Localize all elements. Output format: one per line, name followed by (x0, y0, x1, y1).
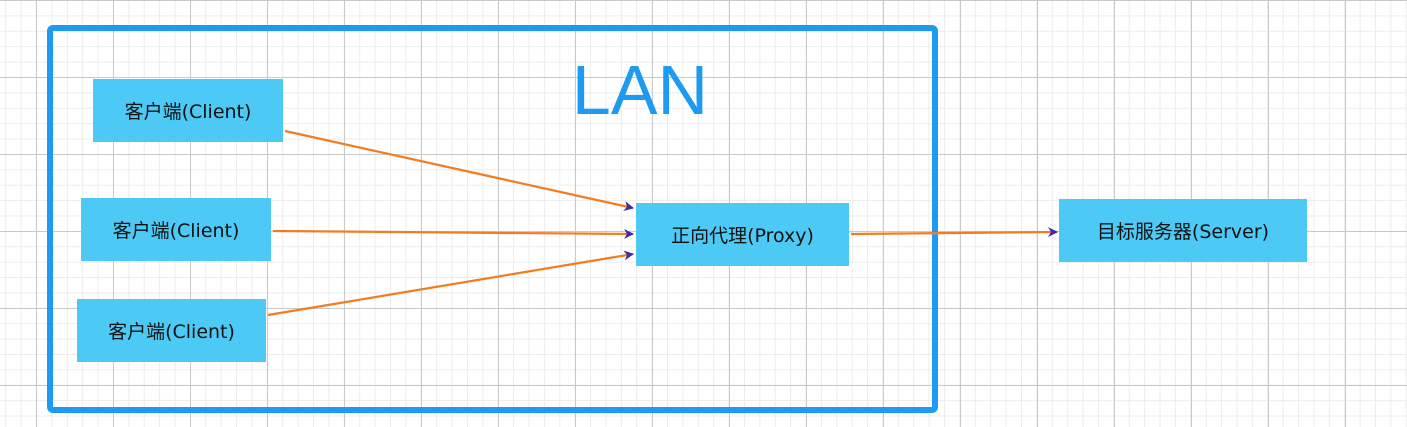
lan-boundary (47, 25, 938, 413)
client-node-1[interactable]: 客户端(Client) (93, 79, 283, 142)
edge-proxy-to-server (850, 227, 1058, 238)
client-node-2[interactable]: 客户端(Client) (81, 198, 271, 261)
edge-client-1-to-proxy (284, 129, 634, 211)
lan-label: LAN (571, 51, 709, 129)
proxy-node-label: 正向代理(Proxy) (671, 225, 814, 247)
proxy-node[interactable]: 正向代理(Proxy) (636, 203, 849, 266)
client-node-3-label: 客户端(Client) (108, 321, 235, 343)
server-node-label: 目标服务器(Server) (1096, 221, 1270, 243)
edge-client-3-to-proxy (267, 250, 634, 317)
client-node-3[interactable]: 客户端(Client) (77, 299, 266, 362)
server-node[interactable]: 目标服务器(Server) (1059, 199, 1307, 262)
edge-client-2-to-proxy (272, 228, 634, 239)
client-node-2-label: 客户端(Client) (112, 220, 240, 242)
client-node-1-label: 客户端(Client) (124, 101, 252, 123)
